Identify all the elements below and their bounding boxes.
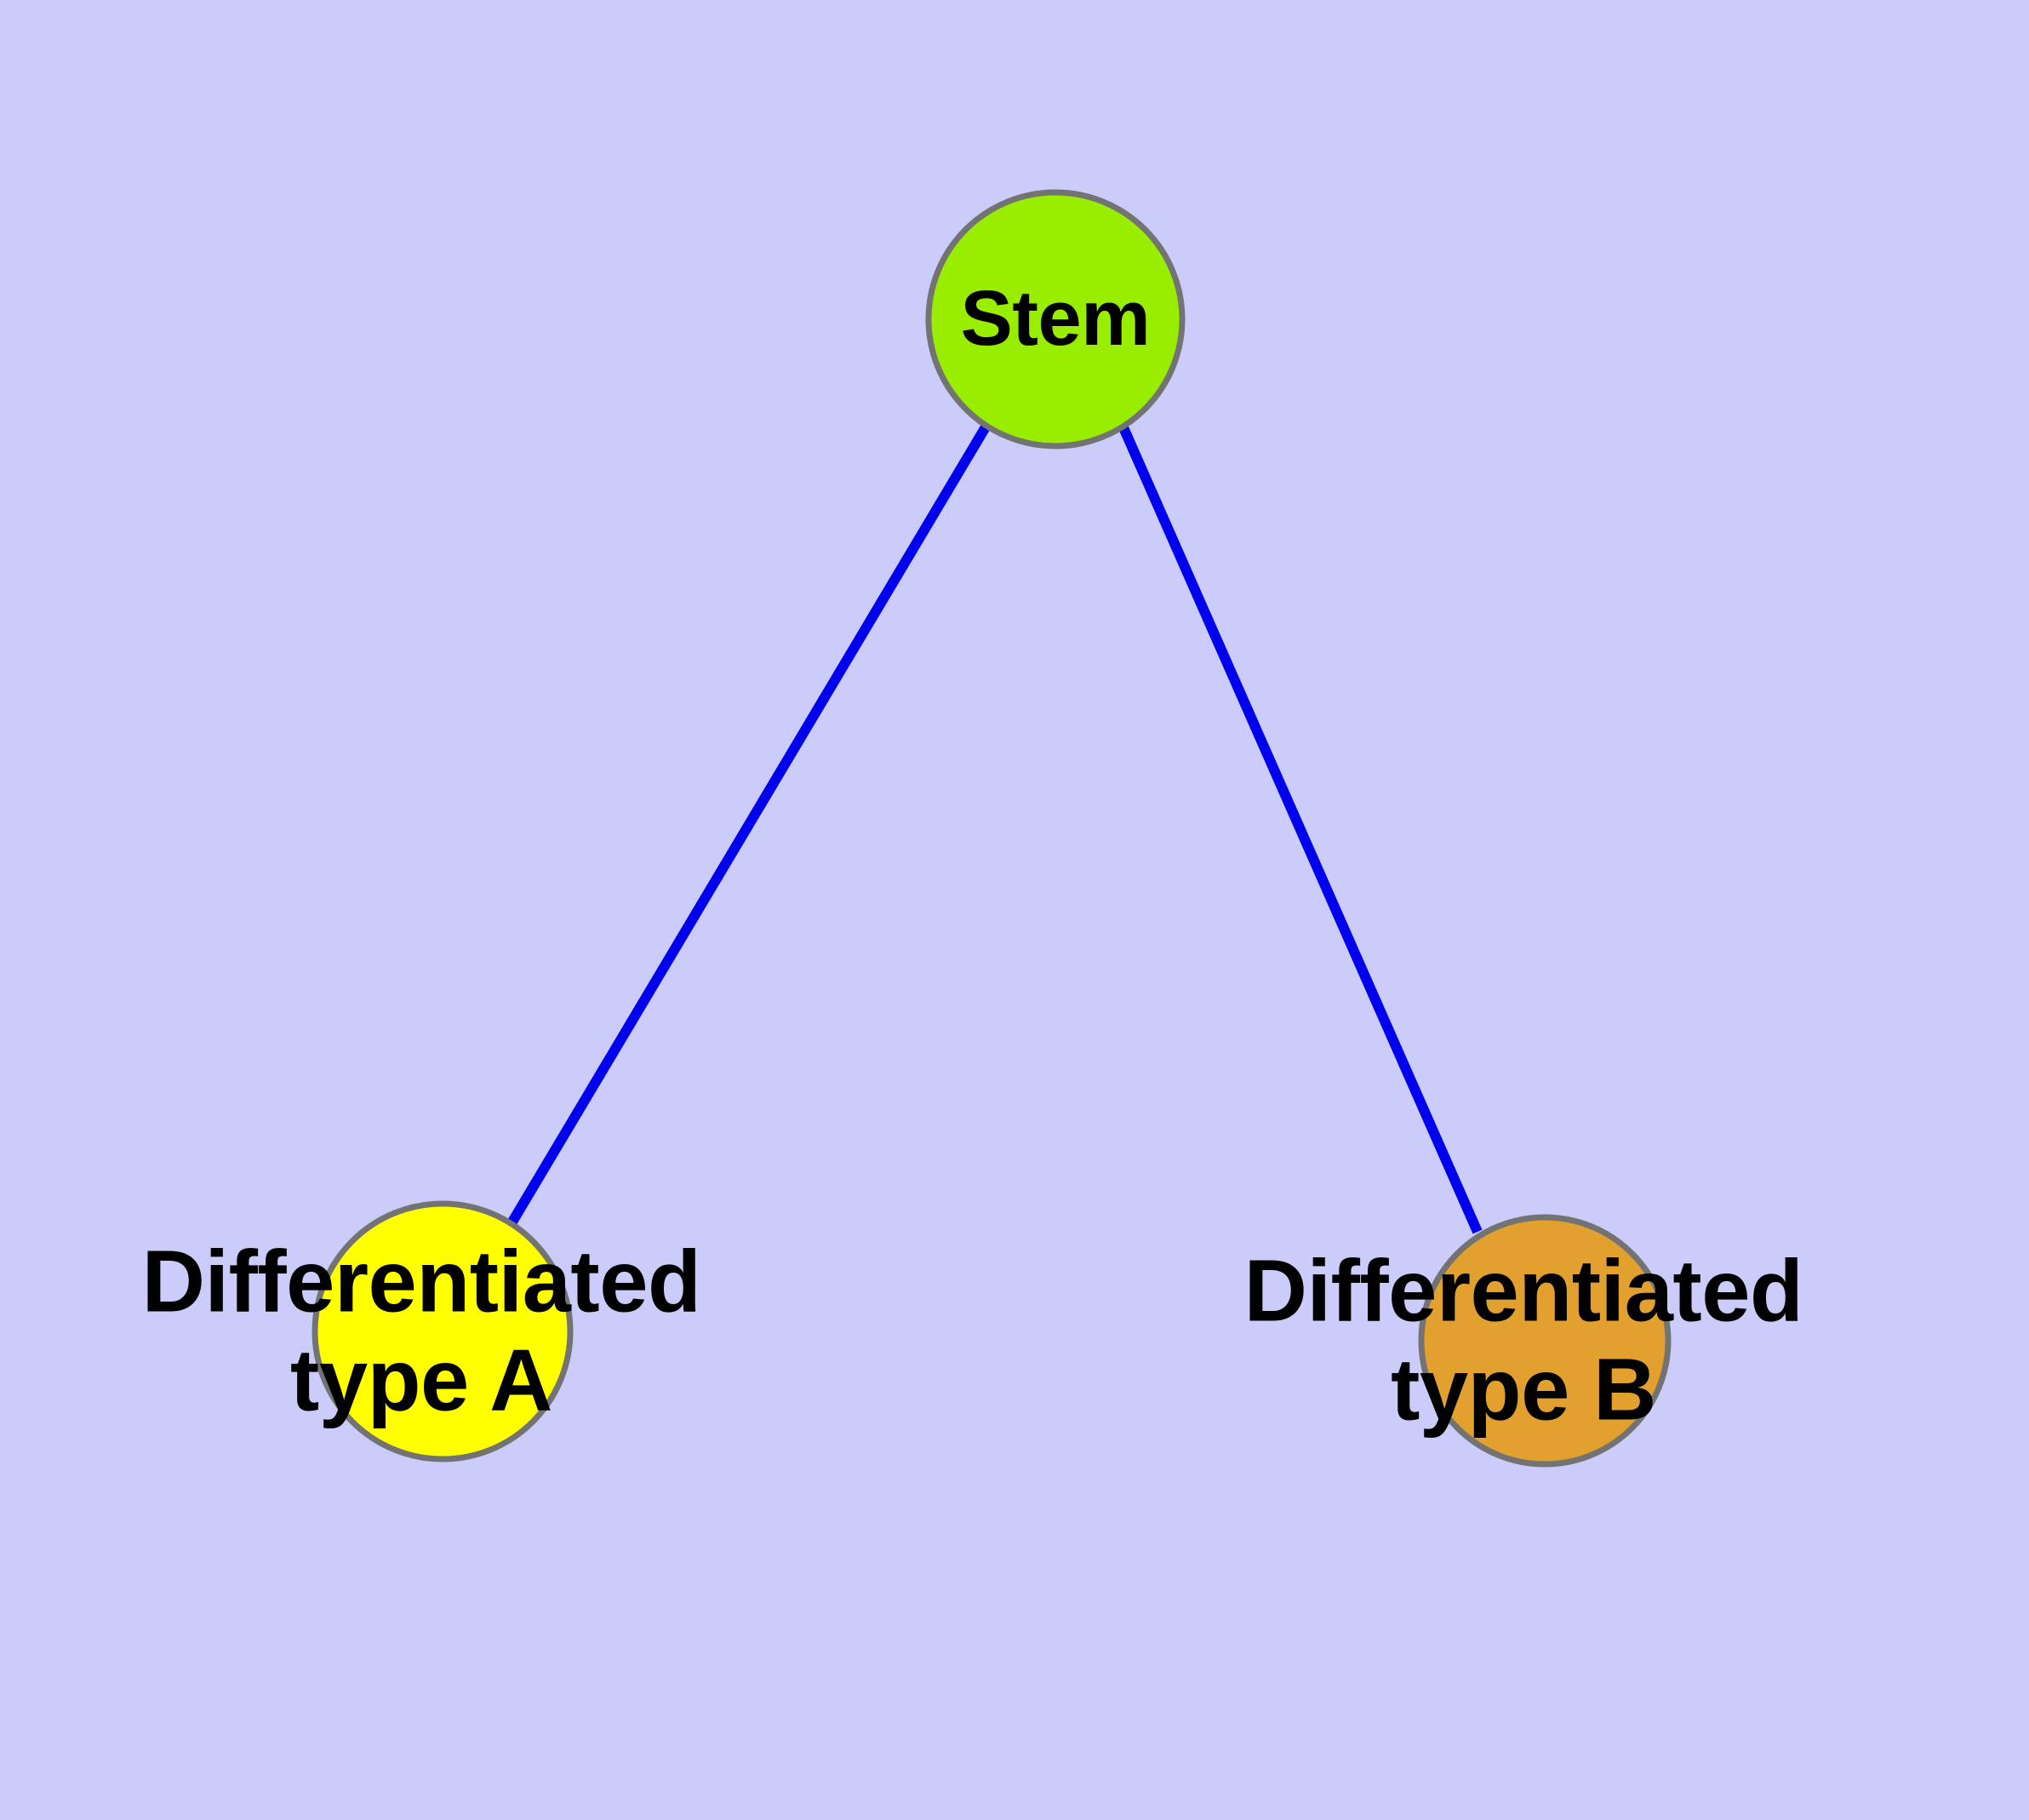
edge-stem-to-diff-b: [1117, 423, 1483, 1234]
node-diff-a[interactable]: [311, 1200, 574, 1462]
nodes-group: [311, 189, 1672, 1468]
edges-group: [506, 422, 1483, 1234]
node-stem[interactable]: [925, 189, 1186, 449]
node-diff-b[interactable]: [1418, 1214, 1672, 1468]
edge-stem-to-diff-a: [506, 422, 992, 1227]
